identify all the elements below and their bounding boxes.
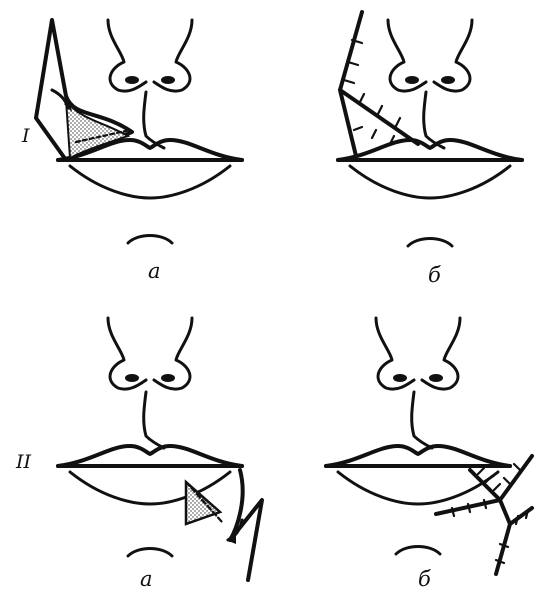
flap-outline xyxy=(230,470,262,580)
philtrum-drawing xyxy=(144,92,164,148)
row-label-2: II xyxy=(15,451,32,473)
chin-line xyxy=(396,547,440,555)
row-1-panel-b xyxy=(338,12,522,246)
nose-drawing xyxy=(388,20,472,91)
nose-drawing xyxy=(108,318,192,389)
chin-line xyxy=(128,549,172,557)
suture-line xyxy=(340,12,418,156)
nose-drawing xyxy=(376,318,460,389)
row-label-1: I xyxy=(21,125,30,147)
chin-line xyxy=(128,236,172,244)
row-2-panel-b xyxy=(326,318,532,574)
mouth-drawing xyxy=(326,446,510,504)
mouth-drawing xyxy=(338,140,522,198)
panel-label-1a: а xyxy=(148,259,161,283)
panel-label-2b: б xyxy=(418,567,431,591)
arrow-head-icon xyxy=(226,532,236,544)
philtrum-drawing xyxy=(424,92,444,148)
suture-stitches xyxy=(344,40,400,144)
panel-label-1b: б xyxy=(428,263,441,287)
philtrum-drawing xyxy=(144,392,164,448)
mouth-drawing xyxy=(58,446,242,504)
nose-drawing xyxy=(108,20,192,91)
panel-label-2a: а xyxy=(140,567,153,591)
row-2-panel-a xyxy=(58,318,262,580)
chin-line xyxy=(408,239,452,247)
philtrum-drawing xyxy=(412,392,432,448)
row-1-panel-a xyxy=(36,20,242,243)
